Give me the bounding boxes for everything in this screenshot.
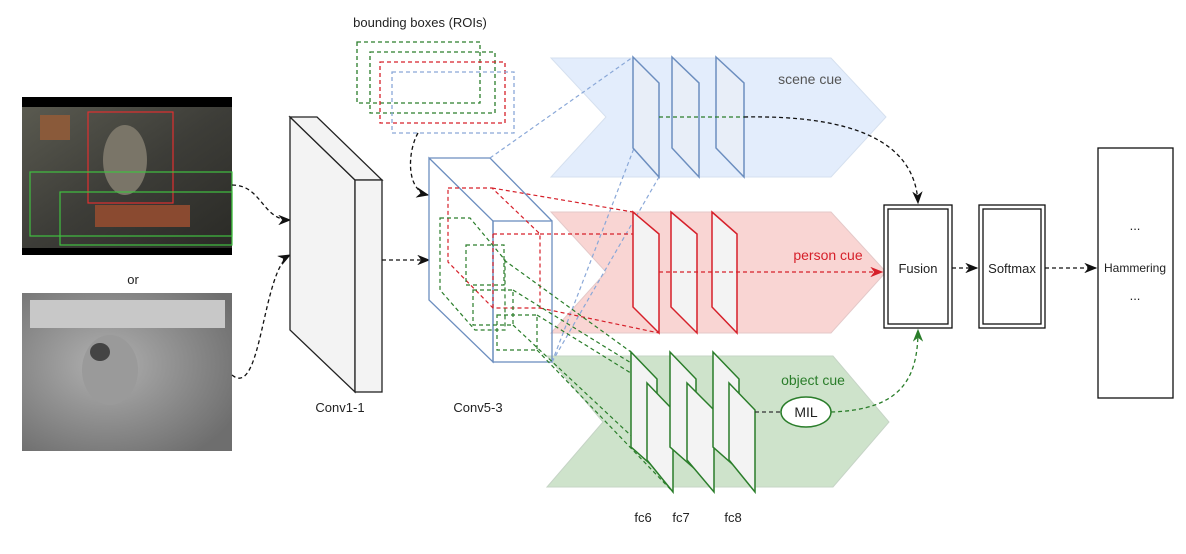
depth-input-image bbox=[22, 293, 232, 451]
output-class-label: Hammering bbox=[1104, 261, 1166, 275]
conv5-block bbox=[428, 156, 553, 364]
fc7-label: fc7 bbox=[672, 510, 689, 525]
object-to-fusion-arrow bbox=[830, 328, 924, 413]
rois-label: bounding boxes (ROIs) bbox=[353, 15, 487, 30]
softmax-label: Softmax bbox=[988, 261, 1036, 276]
mil-label: MIL bbox=[794, 404, 818, 420]
object-fc-layers bbox=[630, 350, 756, 495]
output-classes-box bbox=[1097, 147, 1174, 399]
fc8-label: fc8 bbox=[724, 510, 741, 525]
output-ellipsis-top: ... bbox=[1130, 218, 1141, 233]
fusion-label: Fusion bbox=[898, 261, 937, 276]
fc6-label: fc6 bbox=[634, 510, 651, 525]
conv5-label: Conv5-3 bbox=[453, 400, 502, 415]
scene-to-fusion-arrow bbox=[743, 116, 923, 205]
rgb-to-conv1-arrow bbox=[231, 184, 292, 226]
conv1-label: Conv1-1 bbox=[315, 400, 364, 415]
roi-boxes bbox=[356, 41, 515, 134]
rois-to-conv5-arrow bbox=[409, 132, 430, 198]
or-label: or bbox=[127, 272, 139, 287]
person-fc-layers bbox=[632, 210, 738, 335]
softmax-block bbox=[978, 204, 1046, 329]
depth-to-conv1-arrow bbox=[231, 254, 292, 379]
scene-cue-label: scene cue bbox=[778, 71, 842, 87]
output-ellipsis-bottom: ... bbox=[1130, 288, 1141, 303]
person-cue-label: person cue bbox=[793, 247, 862, 263]
conv1-block bbox=[288, 115, 384, 394]
person-bbox bbox=[87, 111, 174, 204]
object-bbox bbox=[59, 191, 233, 246]
fusion-block bbox=[883, 204, 953, 329]
object-cue-label: object cue bbox=[781, 372, 845, 388]
rgb-input-image bbox=[22, 97, 233, 255]
